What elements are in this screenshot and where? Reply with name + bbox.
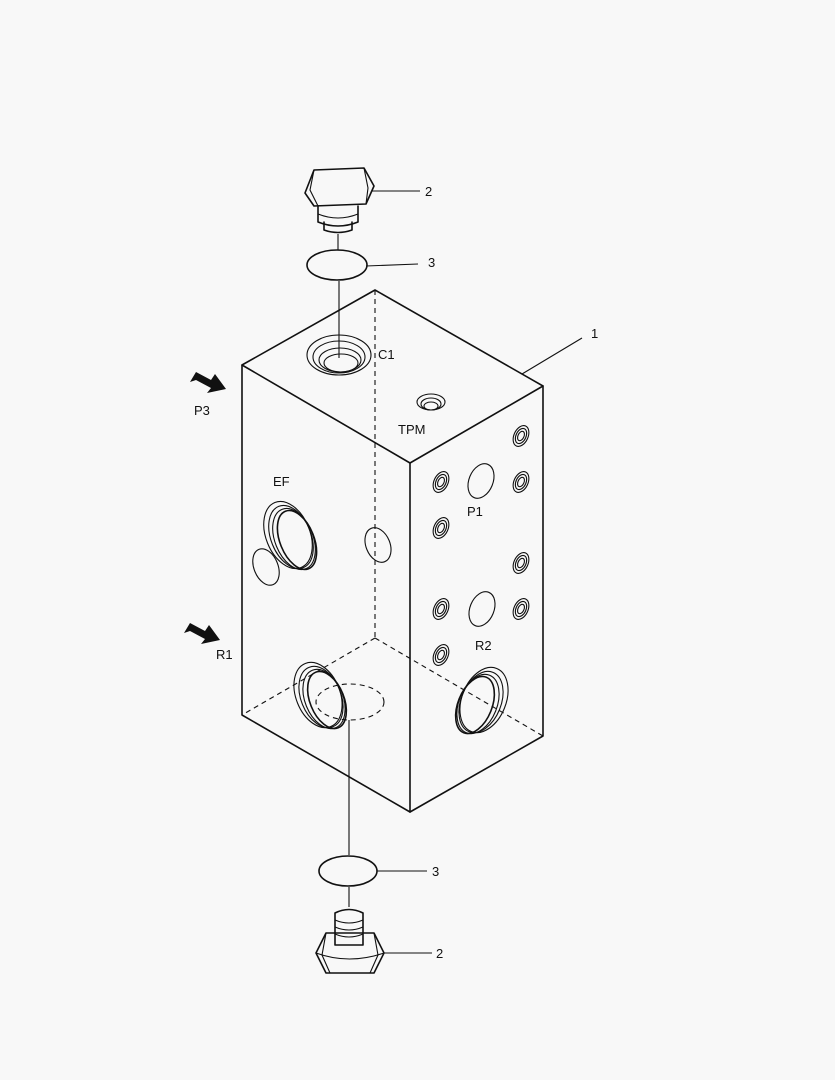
p3-arrow-icon [190,372,226,393]
callout-leader-oring-top [365,263,419,267]
port-r2-upper [468,591,496,627]
callout-oring-bottom: 3 [432,864,439,879]
valve-body [241,289,544,813]
right-face-bolt-holes [432,425,530,666]
port-label-p3: P3 [194,403,210,418]
callout-plug-bottom: 2 [436,946,443,961]
callout-plug-top: 2 [425,184,432,199]
callout-oring-top: 3 [428,255,435,270]
port-ef [252,500,392,586]
port-right-lower [454,666,509,735]
callout-leader-body [521,337,583,375]
port-p1 [467,463,495,499]
port-label-c1: C1 [378,347,395,362]
bottom-o-ring [318,855,378,887]
port-label-p1: P1 [467,504,483,519]
port-label-r1: R1 [216,647,233,662]
port-label-ef: EF [273,474,290,489]
port-label-r2: R2 [475,638,492,653]
callout-body: 1 [591,326,598,341]
port-label-tpm: TPM [398,422,425,437]
top-o-ring [306,249,368,281]
port-c1 [306,334,372,376]
port-tpm [416,393,446,411]
top-plug [304,167,375,234]
r1-arrow-icon [184,623,220,644]
bottom-plug [315,908,385,974]
port-left-lower [293,661,385,730]
